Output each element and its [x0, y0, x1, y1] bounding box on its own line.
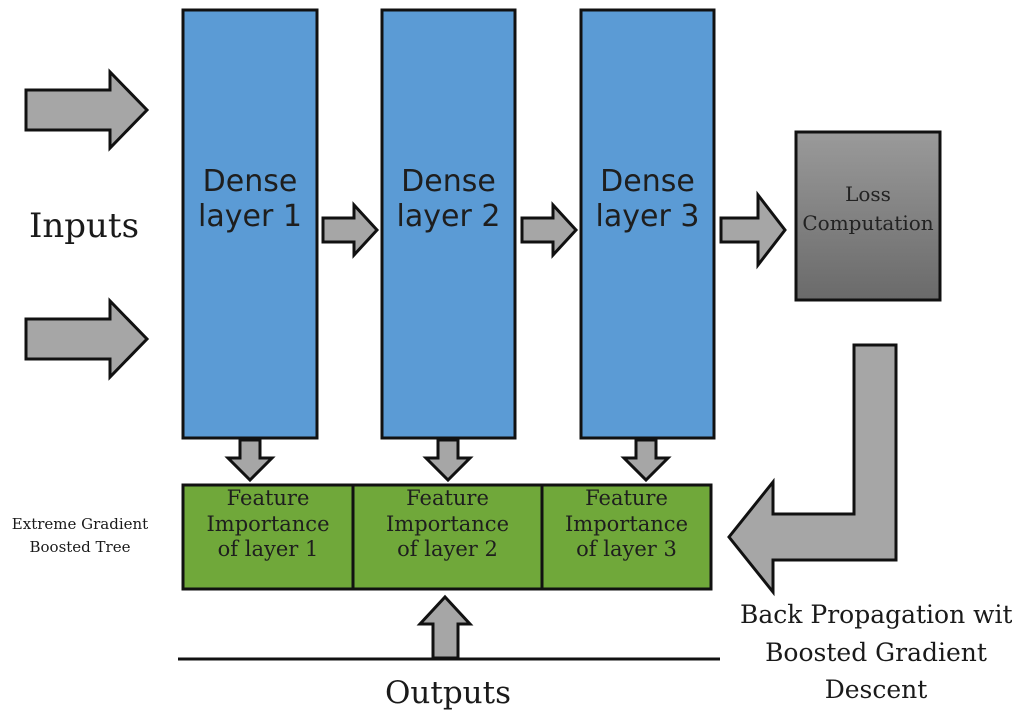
- back-propagation-label: Back Propagation with Boosted Gradient D…: [740, 596, 1012, 709]
- dense-layer-3-box: [579, 8, 716, 440]
- dense-layer-1-line1: Dense: [202, 164, 298, 199]
- feature-cell-1-line2: Importance: [206, 511, 330, 536]
- feature-cell-3-line2: Importance: [564, 511, 688, 536]
- feature-cell-3-line1: Feature: [585, 486, 668, 510]
- backprop-line1: Back Propagation with: [740, 600, 1012, 629]
- arrow-layer3-down: [620, 438, 672, 483]
- back-propagation-arrow: [727, 343, 898, 597]
- arrow-layer2-to-layer3: [520, 201, 579, 259]
- dense-layer-1-box: [181, 8, 319, 440]
- dense-layer-3-line1: Dense: [600, 164, 695, 199]
- feature-cell-3: Feature Importance of layer 3: [542, 486, 711, 563]
- arrow-layer2-down: [422, 438, 474, 483]
- dense-layer-2-box: [380, 8, 517, 440]
- backprop-line3: Descent: [824, 675, 928, 704]
- dense-layer-1-label: Dense layer 1: [183, 164, 317, 234]
- input-arrow-bottom: [24, 297, 150, 381]
- dense-layer-2-line2: layer 2: [396, 198, 501, 234]
- arrow-layer1-to-layer2: [321, 201, 380, 259]
- dense-layer-2-line1: Dense: [401, 164, 496, 199]
- xgb-line1: Extreme Gradient: [11, 515, 149, 533]
- arrow-layer1-down: [224, 438, 276, 483]
- loss-line2: Computation: [802, 211, 934, 235]
- feature-cell-1: Feature Importance of layer 1: [183, 486, 353, 563]
- feature-cell-2-line3: of layer 2: [397, 537, 498, 562]
- loss-line1: Loss: [845, 182, 891, 206]
- arrow-layer3-to-loss: [719, 190, 787, 270]
- feature-cell-1-line3: of layer 1: [217, 537, 319, 562]
- feature-cell-1-line1: Feature: [226, 486, 310, 510]
- feature-cell-2-line2: Importance: [385, 511, 509, 536]
- feature-cell-2-line1: Feature: [406, 486, 489, 510]
- outputs-label: Outputs: [384, 675, 511, 711]
- feature-importance-strip: [181, 483, 713, 591]
- xgb-label: Extreme Gradient Boosted Tree: [0, 513, 160, 560]
- backprop-line2: Boosted Gradient: [765, 637, 987, 667]
- dense-layer-3-line2: layer 3: [595, 198, 700, 234]
- dense-layer-1-line2: layer 1: [198, 198, 302, 234]
- xgb-line2: Boosted Tree: [29, 538, 131, 557]
- loss-computation-box: [794, 130, 942, 302]
- output-arrow-up: [416, 594, 474, 660]
- inputs-label: Inputs: [28, 206, 140, 246]
- dense-layer-2-label: Dense layer 2: [382, 164, 515, 234]
- feature-cell-3-line3: of layer 3: [576, 537, 677, 562]
- input-arrow-top: [24, 68, 150, 152]
- feature-cell-2: Feature Importance of layer 2: [353, 486, 542, 563]
- loss-computation-label: Loss Computation: [796, 180, 940, 238]
- dense-layer-3-label: Dense layer 3: [581, 164, 714, 234]
